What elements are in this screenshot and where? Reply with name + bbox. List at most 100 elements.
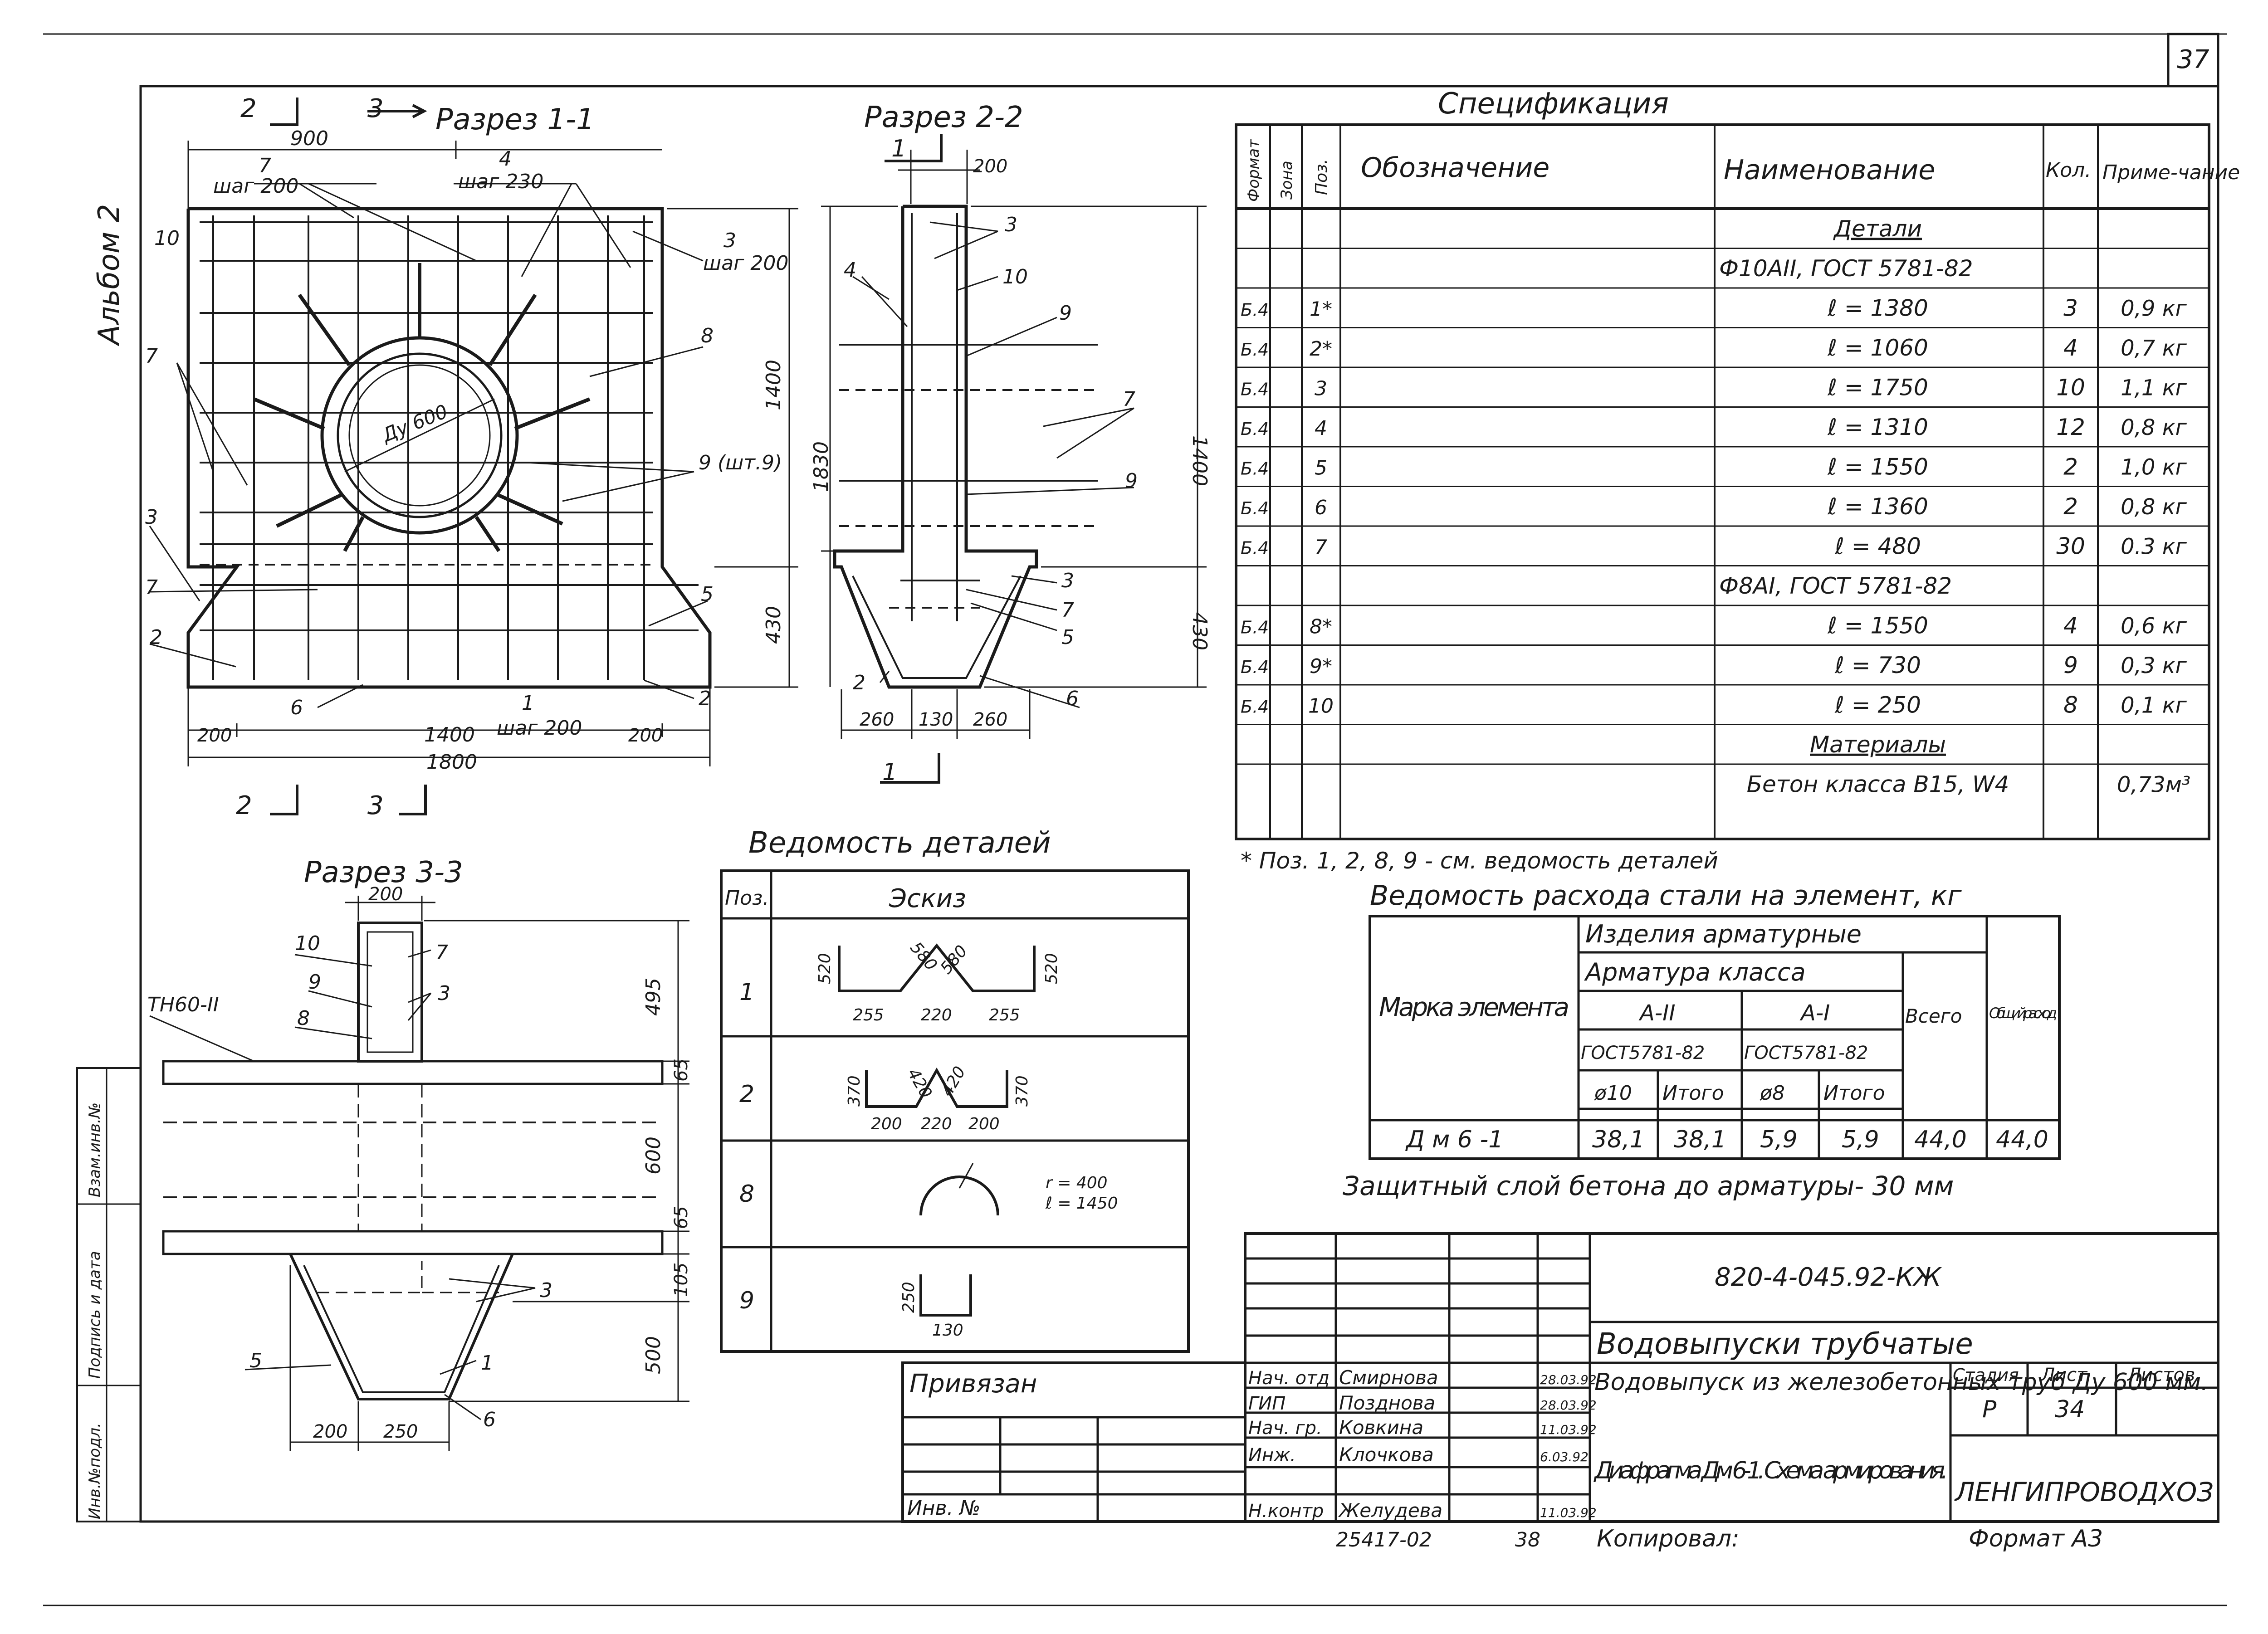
spec-cell-qty: 12	[2056, 414, 2085, 440]
title-stage-value: Р	[1982, 1396, 1997, 1423]
steel-row-total-a1: 5,9	[1842, 1126, 1879, 1153]
protective-layer-note: Защитный слой бетона до арматуры- 30 мм	[1343, 1171, 1954, 1201]
spec-header-designation: Обозначение	[1361, 152, 1549, 184]
section-1-1-rebar-grid	[200, 215, 699, 680]
spec-cell-format: Б.4	[1241, 657, 1269, 677]
section-1-1-label-2a: 2	[150, 626, 162, 649]
album-label: Альбом 2	[93, 204, 126, 346]
signature-date: 28.03.92	[1540, 1398, 1597, 1413]
details-header-sketch: Эскиз	[889, 884, 966, 913]
section-1-1-dim-4: 4	[499, 147, 512, 171]
steel-header-a2: А-II	[1638, 1000, 1675, 1026]
title-block: 820-4-045.92-КЖ Водовыпуски трубчатые Пр…	[901, 1232, 2219, 1552]
section-2-2-label-3a: 3	[1005, 213, 1017, 236]
detail-8-dim-radius: r = 400	[1046, 1174, 1108, 1192]
steel-header-all: Всего	[1905, 1005, 1962, 1027]
signature-role: Нач. отд	[1248, 1368, 1330, 1389]
title-copied-label: Копировал:	[1597, 1525, 1740, 1552]
section-1-1-dim-7: 7	[259, 154, 271, 177]
spec-cell-qty: 30	[2056, 533, 2085, 559]
section-1-1-dim-900: 900	[290, 127, 328, 150]
spec-cell-name: Материалы	[1810, 732, 1946, 758]
title-object: Водовыпуск из железобетонных труб Ду 600…	[1594, 1369, 2209, 1396]
section-1-1-dim-430: 430	[762, 606, 785, 644]
spec-cell-qty: 9	[2063, 652, 2078, 678]
steel-row-all: 44,0	[1914, 1126, 1967, 1153]
section-2-2-label-10: 10	[1002, 265, 1028, 288]
section-3-3-dim-65a: 65	[671, 1058, 692, 1082]
signature-role: Нач. гр.	[1248, 1418, 1322, 1439]
section-3-3-label-10: 10	[295, 932, 320, 955]
section-1-1-radial-bars	[253, 263, 591, 552]
section-1-1-dim-1400-bottom: 1400	[424, 723, 475, 746]
signature-name: Позднова	[1339, 1392, 1435, 1414]
signature-name: Смирнова	[1339, 1366, 1438, 1389]
section-2-2-label-9a: 9	[1059, 302, 1072, 325]
section-3-3-label-3a: 3	[438, 982, 450, 1005]
spec-cell-name: ℓ = 480	[1834, 533, 1921, 559]
detail-1-shape	[838, 943, 1036, 992]
section-3-3-title: Разрез 3-3	[304, 856, 463, 889]
section-1-1-dim-step-200c: шаг 200	[497, 717, 582, 740]
spec-cell-qty: 2	[2063, 493, 2078, 520]
spec-cell-note: 0.3 кг	[2121, 534, 2187, 559]
section-1-1-mark-top-left: 2	[240, 94, 257, 123]
section-3-3-label-5: 5	[249, 1349, 262, 1372]
spec-cell-note: 0,7 кг	[2121, 336, 2187, 361]
section-2-2-dim-200: 200	[973, 156, 1007, 177]
spec-cell-name: ℓ = 1380	[1827, 295, 1928, 321]
steel-row-d10: 38,1	[1592, 1126, 1645, 1153]
spec-cell-note: 1,0 кг	[2121, 454, 2187, 480]
section-2-2-view: Разрез 2-2 1 1	[821, 101, 1211, 786]
section-3-3-label-9: 9	[308, 971, 321, 994]
spec-cell-note: 0,8 кг	[2121, 494, 2187, 520]
spec-header-pos: Поз.	[1312, 159, 1331, 195]
steel-title: Ведомость расхода стали на элемент, кг	[1370, 880, 1962, 912]
section-1-1-label-9: 9 (шт.9)	[699, 451, 782, 474]
spec-header-note: Приме-чание	[2102, 161, 2240, 184]
section-1-1-view: Разрез 1-1 2 3 2 3	[145, 94, 833, 820]
steel-header-d10: ø10	[1594, 1082, 1632, 1105]
section-1-1-pipe	[320, 336, 519, 535]
section-1-1-pipe-label: Ду 600	[378, 400, 451, 447]
steel-row-d8: 5,9	[1760, 1126, 1798, 1153]
signature-role: Инж.	[1248, 1445, 1296, 1466]
section-2-2-label-6: 6	[1066, 687, 1079, 710]
spec-cell-pos: 4	[1315, 417, 1327, 440]
section-1-1-mark-bottom-right: 3	[367, 791, 384, 820]
section-2-2-mark-top: 1	[891, 135, 906, 162]
section-1-1-label-7a: 7	[145, 345, 158, 368]
section-1-1-dim-3: 3	[723, 229, 736, 252]
section-1-1-dim-step-200: шаг 200	[213, 175, 298, 198]
steel-header-mark: Марка элемента	[1379, 993, 1569, 1022]
title-bound-label: Привязан	[909, 1369, 1037, 1399]
detail-2-dim-420a: 420	[904, 1065, 935, 1102]
signature-name: Ковкина	[1339, 1416, 1423, 1439]
spec-cell-format: Б.4	[1241, 538, 1269, 558]
section-3-3-dim-500: 500	[642, 1336, 665, 1374]
title-sheets-header: Листов	[2126, 1365, 2195, 1385]
title-inv-label: Инв. №	[907, 1497, 980, 1520]
section-3-3-dim-200-bottom: 200	[313, 1421, 347, 1442]
spec-cell-format: Б.4	[1241, 379, 1269, 399]
section-3-3-label-6: 6	[483, 1408, 496, 1431]
title-stage-header: Стадия	[1953, 1365, 2019, 1385]
section-1-1-label-8: 8	[701, 324, 714, 347]
signature-date: 11.03.92	[1540, 1422, 1597, 1437]
detail-1-dim-520b: 520	[1042, 953, 1061, 984]
detail-8-dim-length: ℓ = 1450	[1045, 1194, 1118, 1213]
section-1-1-label-3: 3	[145, 506, 158, 529]
section-3-3-label-7: 7	[435, 941, 448, 964]
details-row-8-pos: 8	[739, 1180, 754, 1208]
section-3-3-dim-495: 495	[642, 978, 665, 1016]
spec-cell-pos: 8*	[1310, 615, 1332, 638]
section-3-3-dim-600: 600	[642, 1136, 665, 1175]
section-2-2-label-9b: 9	[1125, 469, 1138, 493]
spec-cell-qty: 4	[2063, 612, 2078, 639]
spec-cell-qty: 10	[2056, 374, 2085, 400]
detail-9-dim-130: 130	[932, 1321, 963, 1340]
spec-cell-note: 0,73м³	[2117, 772, 2190, 797]
section-1-1-dim-step-230: шаг 230	[458, 170, 543, 193]
